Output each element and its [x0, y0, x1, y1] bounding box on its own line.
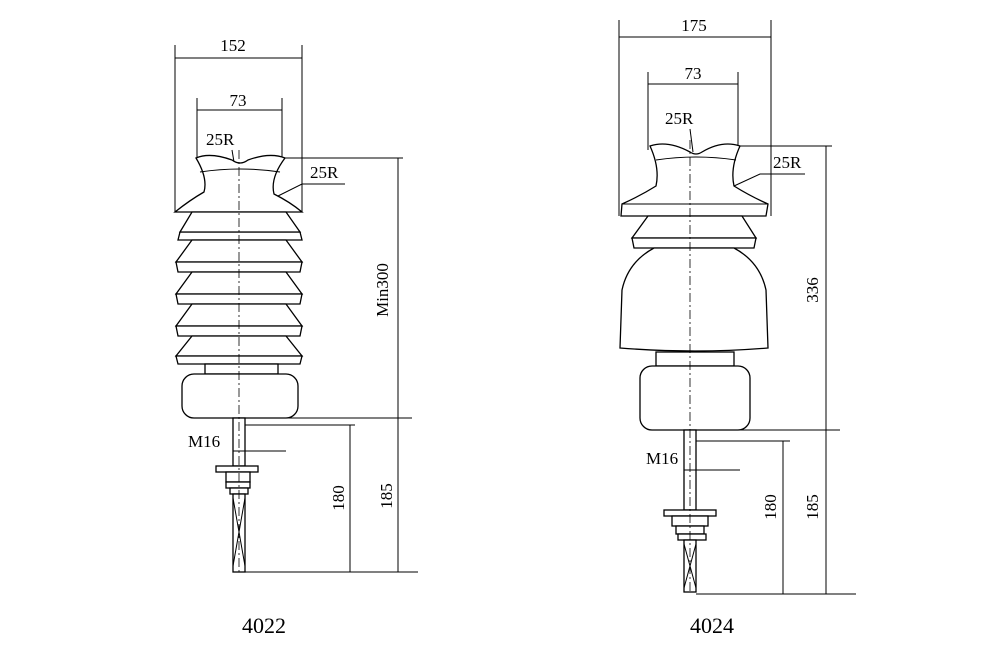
dim-radius-side: 25R [773, 153, 802, 172]
dim-width-overall: 175 [681, 16, 707, 35]
leader-radius-side [277, 183, 345, 197]
washer-2 [225, 481, 251, 489]
cap-top [173, 154, 304, 213]
dim-stud-180: 180 [761, 494, 780, 520]
shed [630, 215, 758, 239]
cap-inner-line [199, 168, 281, 173]
sheds [174, 211, 304, 365]
dim-min-height: Min300 [373, 263, 392, 317]
thread-label: M16 [646, 449, 678, 468]
dim-radius-top: 25R [206, 130, 235, 149]
nut [225, 471, 251, 483]
insulator-4024: 175 73 25R 25R M16 [618, 16, 856, 638]
dim-width-top: 73 [230, 91, 247, 110]
model-label: 4024 [690, 613, 734, 638]
dim-width-top: 73 [685, 64, 702, 83]
thread-label: M16 [188, 432, 220, 451]
dim-stud-185: 185 [803, 494, 822, 520]
dim-height: 336 [803, 277, 822, 303]
porcelain-body [619, 247, 769, 352]
neck [655, 351, 735, 367]
cap-top [620, 143, 769, 217]
base-block [639, 365, 751, 431]
dim-stud-180: 180 [329, 485, 348, 511]
model-label: 4022 [242, 613, 286, 638]
dim-radius-side: 25R [310, 163, 339, 182]
washer-1 [215, 465, 259, 473]
dim-width-overall: 152 [220, 36, 246, 55]
insulator-4022: 152 73 25R 25R [173, 36, 418, 638]
base-block [181, 373, 299, 419]
neck [204, 363, 279, 375]
dim-stud-185: 185 [377, 483, 396, 509]
dim-radius-top: 25R [665, 109, 694, 128]
